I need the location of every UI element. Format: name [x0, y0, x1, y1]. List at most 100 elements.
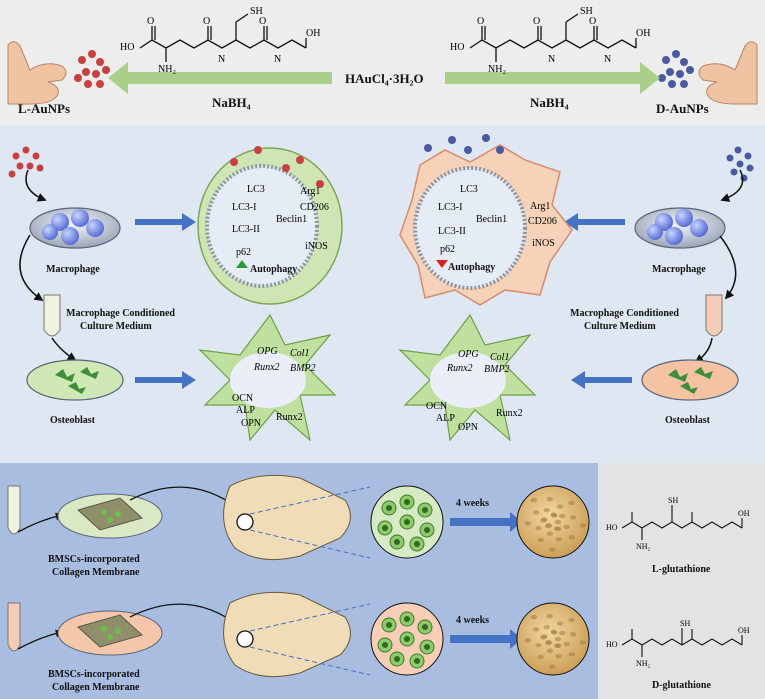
- d-o-text-3: O: [589, 16, 596, 27]
- right-osteoblast-label: Osteoblast: [665, 415, 711, 426]
- membrane-1-label-b: Collagen Membrane: [52, 567, 140, 578]
- right-autophagy-down-icon: [436, 260, 448, 268]
- l-aunp-dots-mid: [8, 146, 44, 178]
- legend-d-structure: [621, 628, 743, 657]
- left-to-osteo-arrow: [135, 371, 196, 389]
- bone-pore: [555, 654, 562, 659]
- legend-d-sh: SH: [680, 619, 690, 628]
- left-medium-arrow: [19, 234, 44, 302]
- left-reduction-arrow: [108, 62, 332, 94]
- bone-pore: [546, 531, 554, 536]
- right-medium-tube-icon: [705, 294, 723, 337]
- l-aunp-dots-cell: [230, 146, 324, 188]
- weeks-arrow-1: [450, 512, 522, 532]
- d-aunps-label: D-AuNPs: [656, 101, 709, 116]
- left-arg1-text: Arg1: [300, 186, 320, 197]
- left-beclin-text: Beclin1: [276, 214, 307, 225]
- right-macrophage-dish: [634, 207, 726, 249]
- left-opg-text: OPG: [257, 346, 278, 357]
- right-autophagy-text: Autophagy: [448, 262, 495, 273]
- bmsc-nucleus: [422, 624, 428, 630]
- l-nanoparticle-dot: [296, 156, 304, 164]
- d-nanoparticle-dot: [680, 58, 688, 66]
- legend-d-oh: OH: [738, 626, 750, 635]
- membrane-dish-2: [57, 610, 163, 656]
- l-sh-text: SH: [250, 6, 263, 17]
- d-nanoparticle-dot: [686, 66, 694, 74]
- d-oh-text: OH: [636, 28, 650, 39]
- right-osteoblast-dish: [641, 359, 739, 401]
- membrane-dish-1: [57, 493, 163, 539]
- l-nanoparticle-dot: [96, 80, 104, 88]
- d-nanoparticle-dot: [730, 168, 738, 176]
- right-medium-label-2: Culture Medium: [584, 321, 656, 332]
- bone-pore: [549, 664, 556, 669]
- right-opn-text: OPN: [458, 422, 478, 433]
- left-nabh4-label: NaBH₄: [212, 95, 251, 110]
- right-macrophage-label: Macrophage: [652, 264, 706, 275]
- right-medium-label-1: Macrophage Conditioned: [570, 308, 679, 319]
- bone-pore: [545, 639, 552, 645]
- bone-pore: [524, 521, 531, 526]
- left-osteo-arrow: [51, 337, 77, 361]
- bone-pore: [546, 497, 553, 502]
- legend-l-structure: [621, 505, 743, 540]
- l-nanoparticle-dot: [82, 68, 90, 76]
- right-p62-text: p62: [440, 244, 455, 255]
- left-hand-icon: [7, 41, 67, 105]
- bone-pore: [532, 510, 540, 515]
- l-nanoparticle-dot: [254, 146, 262, 154]
- bone-pore: [579, 523, 587, 528]
- right-nabh4-label: NaBH₄: [530, 95, 569, 110]
- d-nanoparticle-dot: [734, 146, 742, 154]
- l-nanoparticle-dot: [74, 74, 82, 82]
- tube-1-icon: [7, 485, 21, 535]
- l-nanoparticle-dot: [16, 162, 24, 170]
- bone-pore: [545, 522, 552, 528]
- d-nanoparticle-dot: [736, 160, 744, 168]
- skull-2-icon: [223, 591, 351, 678]
- l-nanoparticle-dot: [32, 152, 40, 160]
- legend-l-nh2: NH₂: [636, 542, 651, 551]
- tube-2-icon: [7, 602, 21, 652]
- membrane-1-label-a: BMSCs-incorporated: [48, 554, 140, 565]
- right-runx2b-text: Runx2: [496, 408, 523, 419]
- l-nanoparticle-dot: [12, 152, 20, 160]
- d-nanoparticle-dot: [680, 80, 688, 88]
- left-inos-text: iNOS: [305, 241, 328, 252]
- d-n-text-2: N: [604, 54, 611, 65]
- left-osteoblast-cell: [198, 313, 337, 442]
- bone-pore: [530, 497, 538, 503]
- bone-pore: [532, 627, 540, 632]
- l-nanoparticle-dot: [84, 80, 92, 88]
- d-aunp-cluster: [658, 50, 694, 88]
- bone-pore: [543, 507, 550, 513]
- l-nh2-text: NH₂: [158, 64, 176, 75]
- bmsc-nucleus: [404, 636, 410, 642]
- l-nanoparticle-dot: [316, 180, 324, 188]
- d-aunp-dots-mid: [726, 146, 754, 182]
- right-lc3-1-text: LC3-I: [438, 202, 462, 213]
- weeks-label-1: 4 weeks: [456, 498, 489, 509]
- weeks-arrow-2: [450, 629, 522, 649]
- bmsc-nucleus: [424, 527, 430, 533]
- left-lc3-1-text: LC3-I: [232, 202, 256, 213]
- right-osteoblast-cell: [398, 313, 537, 442]
- zoom-line-1a: [249, 486, 371, 515]
- d-sh-text: SH: [580, 6, 593, 17]
- d-nanoparticle-dot: [668, 80, 676, 88]
- legend-l-sh: SH: [668, 496, 678, 505]
- left-alp-text: ALP: [236, 405, 255, 416]
- bone-pore: [555, 537, 562, 542]
- reagent-label: HAuCl₄·3H₂O: [345, 71, 424, 86]
- d-glutathione-structure: [469, 13, 637, 62]
- bmsc-nucleus: [414, 541, 420, 547]
- legend-l-oh: OH: [738, 509, 750, 518]
- d-nanoparticle-dot: [424, 144, 432, 152]
- zoom-line-2b: [249, 646, 371, 676]
- right-runx2-text: Runx2: [446, 363, 473, 374]
- left-macrophage-label: Macrophage: [46, 264, 100, 275]
- right-to-osteo-arrow: [571, 371, 632, 389]
- bone-circle-1: [516, 485, 590, 559]
- left-opn-text: OPN: [241, 418, 261, 429]
